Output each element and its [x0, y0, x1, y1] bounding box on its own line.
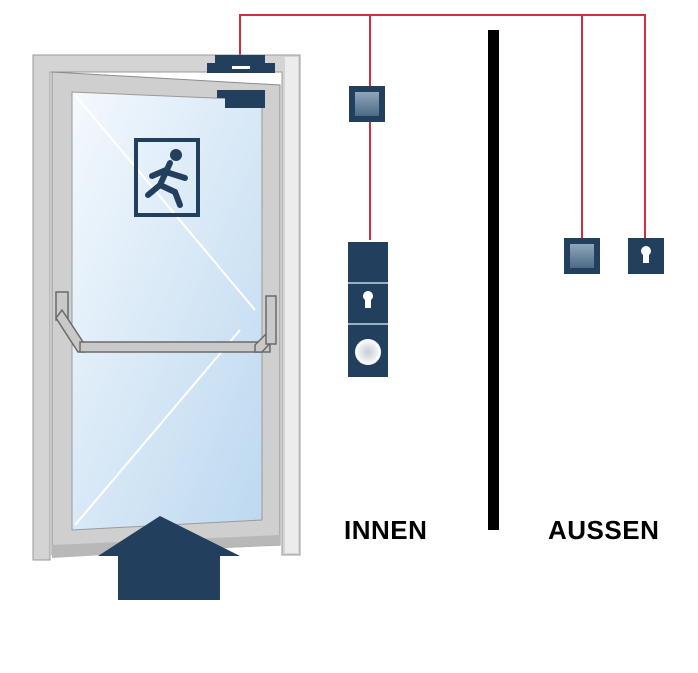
inside-push-button-icon	[349, 86, 385, 122]
outside-push-button-icon	[564, 238, 600, 274]
inside-control-unit	[348, 242, 388, 377]
door-lock-motor	[207, 55, 275, 108]
emergency-exit-sign-icon	[134, 138, 200, 217]
door-leaf	[51, 71, 281, 558]
emergency-knob-icon	[355, 339, 381, 365]
key-switch-icon	[363, 291, 373, 308]
wall-divider	[488, 30, 499, 530]
outside-key-switch-icon	[628, 238, 664, 274]
escape-direction-arrow-icon	[98, 516, 240, 600]
outside-label: AUSSEN	[548, 515, 660, 545]
inside-label: INNEN	[344, 515, 428, 545]
panic-bar	[55, 291, 277, 353]
wiring	[239, 14, 646, 240]
door-frame	[32, 54, 301, 561]
